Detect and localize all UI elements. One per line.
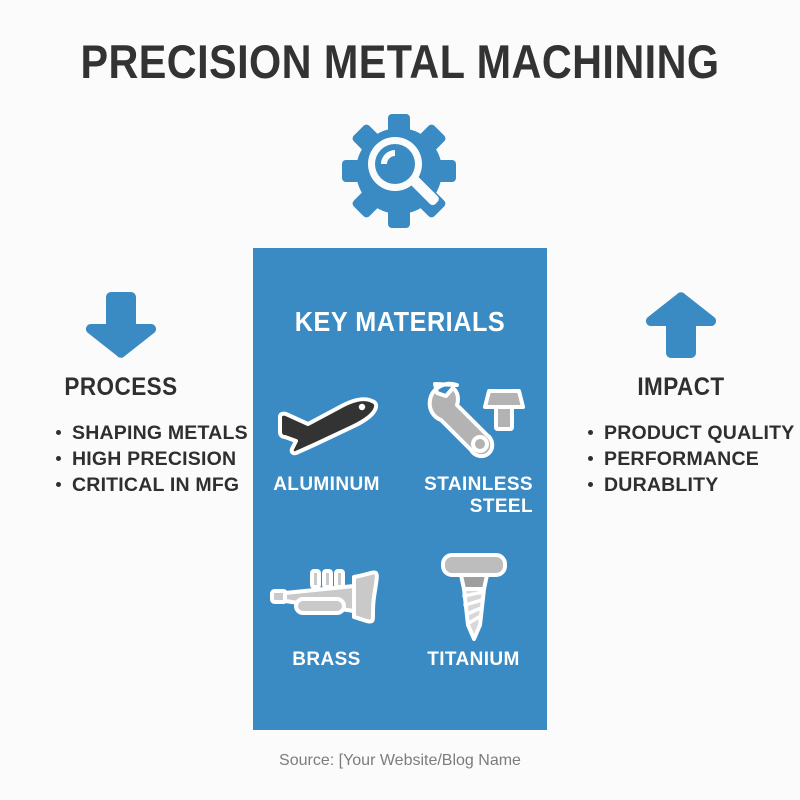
list-item-label: PRODUCT QUALITY <box>604 422 795 444</box>
source-caption: Source: [Your Website/Blog Name <box>279 752 521 769</box>
bullet-dot-icon <box>588 430 593 435</box>
material-label: ALUMINUM <box>273 474 380 495</box>
material-item-brass[interactable]: BRASS <box>253 547 400 722</box>
list-item-label: CRITICAL IN MFG <box>72 474 240 496</box>
impact-column: IMPACT PRODUCT QUALITY PERFORMANCE DURAB… <box>566 285 796 514</box>
material-label: STAINLESS STEEL <box>424 474 533 517</box>
page-title: PRECISION METAL MACHINING <box>80 35 720 88</box>
material-label: BRASS <box>292 649 361 670</box>
arrow-down-icon <box>6 285 236 365</box>
list-item: DURABLITY <box>586 472 800 498</box>
materials-grid: ALUMINUM STAIN <box>253 372 547 722</box>
material-item-aluminum[interactable]: ALUMINUM <box>253 372 400 547</box>
list-item: HIGH PRECISION <box>54 446 284 472</box>
list-item-label: SHAPING METALS <box>72 422 248 444</box>
list-item: PERFORMANCE <box>586 446 800 472</box>
material-item-titanium[interactable]: TITANIUM <box>400 547 547 722</box>
list-item: SHAPING METALS <box>54 420 284 446</box>
impact-bullet-list: PRODUCT QUALITY PERFORMANCE DURABLITY <box>586 420 800 498</box>
list-item: CRITICAL IN MFG <box>54 472 284 498</box>
list-item: PRODUCT QUALITY <box>586 420 800 446</box>
arrow-up-icon <box>566 285 796 365</box>
wrench-bolt-icon <box>400 372 547 472</box>
process-heading: PROCESS <box>64 373 178 401</box>
process-bullet-list: SHAPING METALS HIGH PRECISION CRITICAL I… <box>54 420 284 498</box>
impact-heading: IMPACT <box>637 373 725 401</box>
bullet-dot-icon <box>588 482 593 487</box>
material-item-stainless-steel[interactable]: STAINLESS STEEL <box>400 372 547 547</box>
list-item-label: DURABLITY <box>604 474 719 496</box>
bullet-dot-icon <box>56 456 61 461</box>
material-label: TITANIUM <box>427 649 520 670</box>
bullet-dot-icon <box>56 482 61 487</box>
trumpet-icon <box>253 547 400 647</box>
list-item-label: PERFORMANCE <box>604 448 759 470</box>
bullet-dot-icon <box>56 430 61 435</box>
list-item-label: HIGH PRECISION <box>72 448 237 470</box>
panel-title: KEY MATERIALS <box>294 306 506 337</box>
screw-icon <box>400 547 547 647</box>
key-materials-panel: KEY MATERIALS ALUMINUM <box>253 248 547 730</box>
bullet-dot-icon <box>588 456 593 461</box>
gear-magnifier-icon <box>340 112 460 230</box>
process-column: PROCESS SHAPING METALS HIGH PRECISION CR… <box>6 285 248 514</box>
airplane-icon <box>253 372 400 472</box>
